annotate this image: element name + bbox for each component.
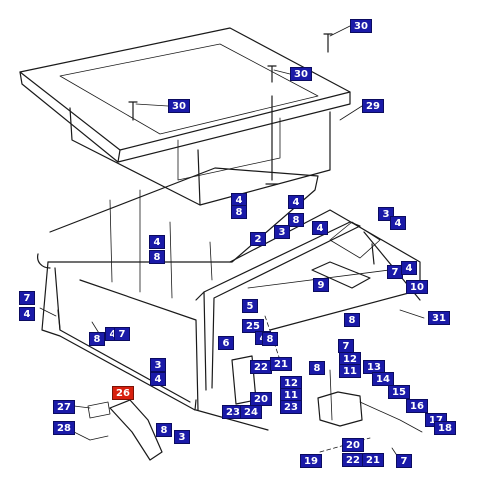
callout-part-28[interactable]: 28	[53, 421, 75, 435]
callout-part-7[interactable]: 7	[19, 291, 35, 305]
callout-part-8[interactable]: 8	[309, 361, 325, 375]
leader-lines	[39, 25, 425, 461]
cabinet-body	[37, 167, 421, 431]
callout-part-23[interactable]: 23	[222, 405, 244, 419]
callout-part-8[interactable]: 8	[262, 332, 278, 346]
callout-part-2[interactable]: 2	[250, 232, 266, 246]
callout-part-13[interactable]: 13	[363, 360, 385, 374]
callout-part-21[interactable]: 21	[270, 357, 292, 371]
callout-part-30[interactable]: 30	[168, 99, 190, 113]
callout-part-7[interactable]: 7	[396, 454, 412, 468]
callout-part-19[interactable]: 19	[300, 454, 322, 468]
callout-part-8[interactable]: 8	[156, 423, 172, 437]
callout-part-8[interactable]: 8	[149, 250, 165, 264]
callout-part-26[interactable]: 26	[112, 386, 134, 400]
callout-part-4[interactable]: 4	[19, 307, 35, 321]
callout-part-20[interactable]: 20	[342, 438, 364, 452]
callout-part-10[interactable]: 10	[406, 280, 428, 294]
screws	[57, 33, 375, 331]
callout-part-27[interactable]: 27	[53, 400, 75, 414]
top-tray	[19, 27, 351, 206]
callout-part-8[interactable]: 8	[288, 213, 304, 227]
callout-part-7[interactable]: 7	[114, 327, 130, 341]
callout-part-11[interactable]: 11	[339, 364, 361, 378]
callout-part-8[interactable]: 8	[89, 332, 105, 346]
callout-part-14[interactable]: 14	[372, 372, 394, 386]
callout-part-24[interactable]: 24	[240, 405, 262, 419]
callout-part-30[interactable]: 30	[350, 19, 372, 33]
callout-part-4[interactable]: 4	[312, 221, 328, 235]
callout-part-31[interactable]: 31	[428, 311, 450, 325]
callout-part-25[interactable]: 25	[242, 319, 264, 333]
callout-part-3[interactable]: 3	[174, 430, 190, 444]
callout-part-4[interactable]: 4	[150, 372, 166, 386]
callout-part-20[interactable]: 20	[250, 392, 272, 406]
callout-part-4[interactable]: 4	[390, 216, 406, 230]
callout-part-8[interactable]: 8	[344, 313, 360, 327]
callout-part-4[interactable]: 4	[401, 261, 417, 275]
callout-part-5[interactable]: 5	[242, 299, 258, 313]
callout-part-30[interactable]: 30	[290, 67, 312, 81]
callout-part-7[interactable]: 7	[387, 265, 403, 279]
callout-part-18[interactable]: 18	[434, 421, 456, 435]
callout-part-22[interactable]: 22	[342, 453, 364, 467]
callout-part-8[interactable]: 8	[231, 205, 247, 219]
callout-part-6[interactable]: 6	[218, 336, 234, 350]
callout-part-3[interactable]: 3	[150, 358, 166, 372]
callout-part-4[interactable]: 4	[288, 195, 304, 209]
callout-part-15[interactable]: 15	[388, 385, 410, 399]
callout-part-16[interactable]: 16	[406, 399, 428, 413]
callout-part-22[interactable]: 22	[250, 360, 272, 374]
callout-part-23[interactable]: 23	[280, 400, 302, 414]
callout-part-3[interactable]: 3	[274, 225, 290, 239]
callout-part-9[interactable]: 9	[313, 278, 329, 292]
callout-part-21[interactable]: 21	[362, 453, 384, 467]
callout-part-29[interactable]: 29	[362, 99, 384, 113]
callout-part-7[interactable]: 7	[338, 339, 354, 353]
callout-part-4[interactable]: 4	[149, 235, 165, 249]
